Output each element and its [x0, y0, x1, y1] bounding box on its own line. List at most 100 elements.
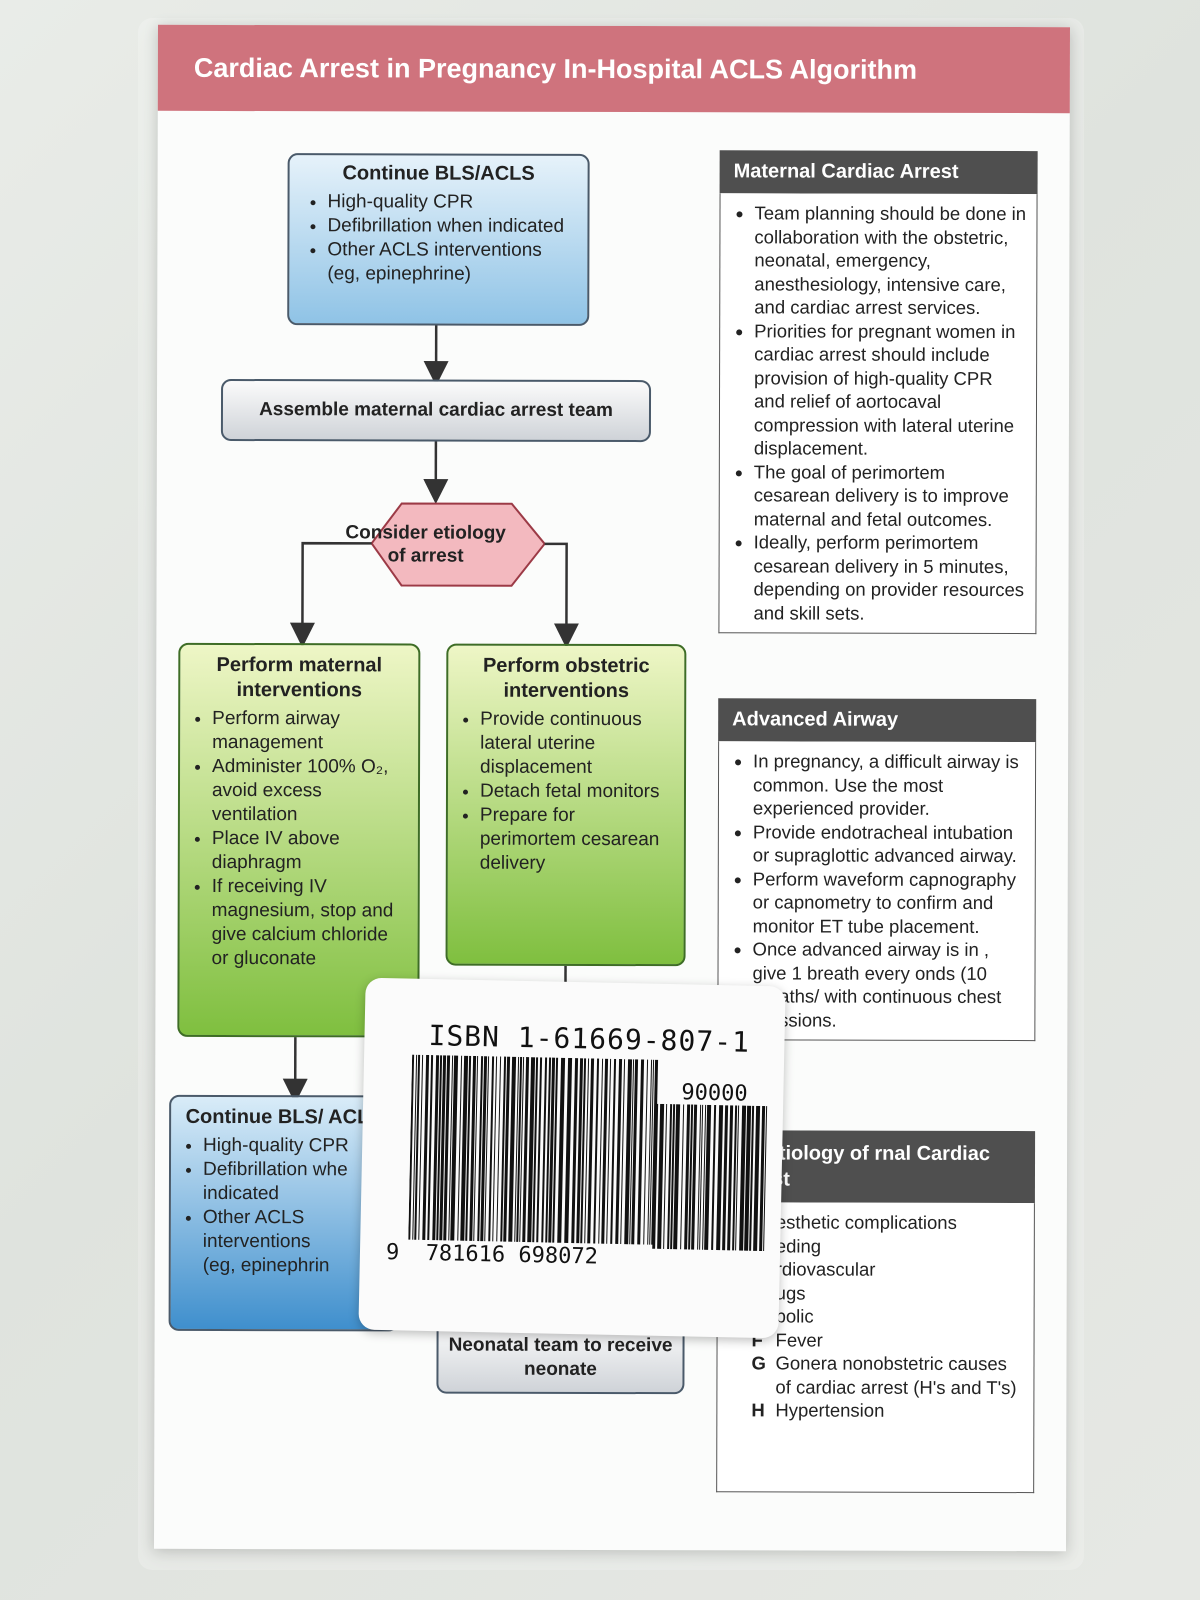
- maternal-interventions-list: Perform airway management Administer 100…: [190, 707, 409, 972]
- barcode-main-bars: [408, 1054, 659, 1245]
- list-item: Detach fetal monitors: [480, 780, 674, 805]
- barcode-bar: [699, 1104, 704, 1250]
- barcode-bar: [663, 1103, 668, 1249]
- barcode-bar: [576, 1058, 584, 1244]
- continue-bls-acls-heading-2: Continue BLS/ ACLS: [185, 1105, 383, 1129]
- list-item: Place IV above diaphragm: [212, 827, 408, 876]
- barcode-bar: [552, 1057, 559, 1243]
- barcode-bar: [688, 1104, 694, 1250]
- barcode-bar: [704, 1104, 712, 1250]
- barcode-bar: [443, 1055, 451, 1241]
- barcode-bar: [469, 1055, 477, 1241]
- list-item: Perform airway management: [212, 707, 408, 756]
- barcode-bar: [606, 1058, 612, 1244]
- barcode-bar: [545, 1057, 552, 1243]
- barcode-bar: [643, 1059, 649, 1245]
- barcode-bar: [722, 1105, 729, 1251]
- list-item: Team planning should be done in collabor…: [754, 201, 1026, 319]
- list-item: Perform waveform capnography or capnomet…: [753, 867, 1025, 938]
- list-item: Priorities for pregnant women in cardiac…: [754, 319, 1026, 461]
- barcode-bar: [500, 1056, 507, 1242]
- barcode-bar: [711, 1104, 717, 1250]
- barcode-bar: [744, 1105, 752, 1251]
- barcode-bar: [697, 1104, 702, 1250]
- barcode-bar: [670, 1104, 676, 1250]
- list-item: ugs: [752, 1281, 1024, 1305]
- barcode-bar: [647, 1059, 653, 1245]
- maternal-interventions-heading: Perform maternal interventions: [216, 653, 383, 702]
- continue-bls-acls-heading: Continue BLS/ACLS: [342, 162, 535, 185]
- barcode-bar: [492, 1056, 498, 1242]
- etiology-text: Fever: [775, 1328, 823, 1351]
- barcode-bar: [637, 1059, 645, 1245]
- barcode-bar: [649, 1059, 655, 1245]
- maternal-cardiac-arrest-panel: Maternal Cardiac Arrest Team planning sh…: [718, 150, 1038, 635]
- barcode-addon-text: 90000: [681, 1080, 748, 1107]
- barcode-bar: [680, 1104, 685, 1250]
- isbn-text: ISBN 1-61669-807-1: [428, 1018, 751, 1059]
- decision-label: Consider etiology of arrest: [345, 522, 506, 567]
- barcode-bar: [601, 1058, 609, 1244]
- list-item: In pregnancy, a difficult airway is comm…: [753, 749, 1025, 820]
- barcode-bar: [615, 1058, 623, 1244]
- barcode-bar: [593, 1058, 600, 1244]
- list-item: Other ACLS interventions (eg, epinephrin…: [327, 238, 575, 287]
- barcode-bar: [436, 1055, 443, 1241]
- barcode-bar: [422, 1054, 430, 1240]
- barcode-bar: [450, 1055, 459, 1241]
- barcode-bar: [727, 1105, 734, 1251]
- barcode-bar: [519, 1056, 525, 1242]
- barcode-bar: [624, 1059, 633, 1245]
- list-item: Ideally, perform perimortem cesarean del…: [753, 530, 1025, 625]
- barcode-bar: [508, 1056, 517, 1242]
- etiology-text: rdiovascular: [775, 1258, 876, 1280]
- etiology-text: Gonera nonobstetric causes of cardiac ar…: [775, 1352, 1017, 1398]
- list-item: esthetic complications: [752, 1210, 1024, 1234]
- list-item: Provide endotracheal intubation or supra…: [753, 820, 1025, 868]
- barcode-bar: [749, 1105, 755, 1251]
- barcode-bar: [557, 1057, 566, 1243]
- list-item: indicated: [202, 1182, 280, 1205]
- barcode-bar: [548, 1057, 556, 1243]
- barcode-bar: [667, 1104, 673, 1250]
- barcode-addon-bars: [652, 1103, 768, 1252]
- barcode-bar: [473, 1055, 479, 1241]
- barcode-bar: [739, 1105, 747, 1251]
- barcode-bar: [408, 1054, 415, 1240]
- barcode-bar: [571, 1058, 579, 1244]
- arrow-decision-to-maternal: [289, 541, 372, 648]
- barcode-bar: [484, 1056, 490, 1242]
- barcode-bar: [564, 1057, 573, 1243]
- barcode-bar: [610, 1058, 617, 1244]
- barcode-bar: [691, 1104, 698, 1250]
- barcode-bar: [702, 1104, 707, 1250]
- continue-bls-acls-list: High-quality CPR Defibrillation when ind…: [301, 190, 575, 287]
- barcode-bar: [631, 1059, 639, 1245]
- barcode-bar: [716, 1105, 724, 1251]
- list-item: If receiving IV magnesium, stop and give…: [212, 875, 408, 972]
- isbn-barcode-sticker: ISBN 1-61669-807-1 90000 9 781616 698072: [358, 977, 786, 1339]
- barcode-bar: [541, 1057, 548, 1243]
- barcode-bar: [673, 1104, 681, 1250]
- etiology-text: bolic: [775, 1305, 814, 1327]
- list-item: High-quality CPR: [203, 1134, 387, 1158]
- obstetric-interventions-heading: Perform obstetric interventions: [482, 654, 650, 703]
- barcode-bar: [584, 1058, 590, 1244]
- barcode-bar: [753, 1105, 761, 1251]
- barcode-digits: 9 781616 698072: [385, 1240, 599, 1270]
- etiology-text: esthetic complications: [775, 1211, 957, 1233]
- barcode-bar: [496, 1056, 502, 1242]
- barcode-bar: [536, 1057, 543, 1243]
- barcode-bar: [427, 1055, 434, 1241]
- obstetric-interventions-box: Perform obstetric interventions Provide …: [445, 643, 687, 967]
- barcode-bar: [587, 1058, 595, 1244]
- list-item: Administer 100% O₂, avoid excess ventila…: [212, 755, 408, 828]
- barcode-bar: [514, 1056, 520, 1242]
- barcode-bar: [412, 1054, 418, 1240]
- barcode-bar: [432, 1055, 440, 1241]
- obstetric-interventions-list: Provide continuous lateral uterine displ…: [458, 708, 674, 877]
- etiology-text: ugs: [775, 1281, 806, 1304]
- list-item: bolic: [752, 1304, 1024, 1328]
